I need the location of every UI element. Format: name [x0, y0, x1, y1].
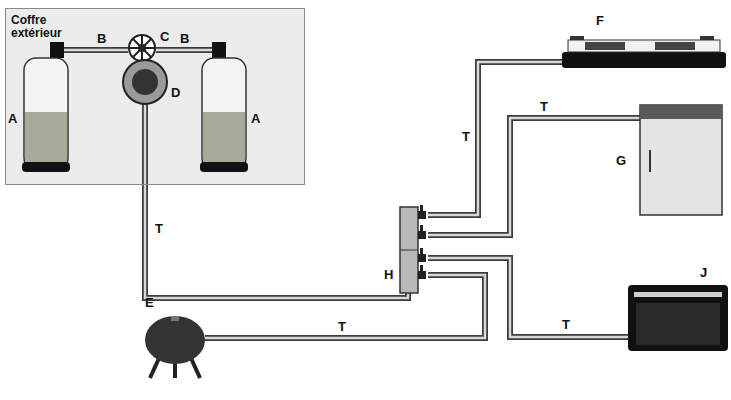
part-letter: T [562, 318, 570, 332]
part-letter: T [338, 320, 346, 334]
part-letter: T [462, 130, 470, 144]
cooktop [562, 36, 726, 68]
part-letter: C [160, 30, 169, 44]
gas-bottle [200, 42, 248, 172]
part-letter: F [596, 14, 604, 28]
part-letter: A [8, 112, 17, 126]
pressure-regulator [123, 60, 167, 104]
part-letter: J [700, 266, 707, 280]
part-letter: G [616, 154, 626, 168]
box-ground [5, 8, 305, 185]
part-letter: E [145, 296, 154, 310]
oven [628, 285, 728, 351]
gas-bottle [22, 42, 70, 172]
manifold [400, 205, 426, 293]
outdoor-box: Coffre extérieur [5, 8, 305, 185]
pipe-inner [62, 50, 640, 338]
refrigerator [640, 105, 722, 215]
part-letter: T [540, 100, 548, 114]
part-letter: B [180, 32, 189, 46]
part-letter: D [171, 86, 180, 100]
inverter-valve [129, 35, 155, 61]
part-letter: B [97, 32, 106, 46]
part-letter: T [155, 222, 163, 236]
pipe-outer [62, 50, 640, 338]
water-heater-tank [145, 316, 205, 378]
box-heading: Coffre extérieur [11, 14, 91, 40]
part-letter: H [384, 268, 393, 282]
part-letter: A [251, 112, 260, 126]
